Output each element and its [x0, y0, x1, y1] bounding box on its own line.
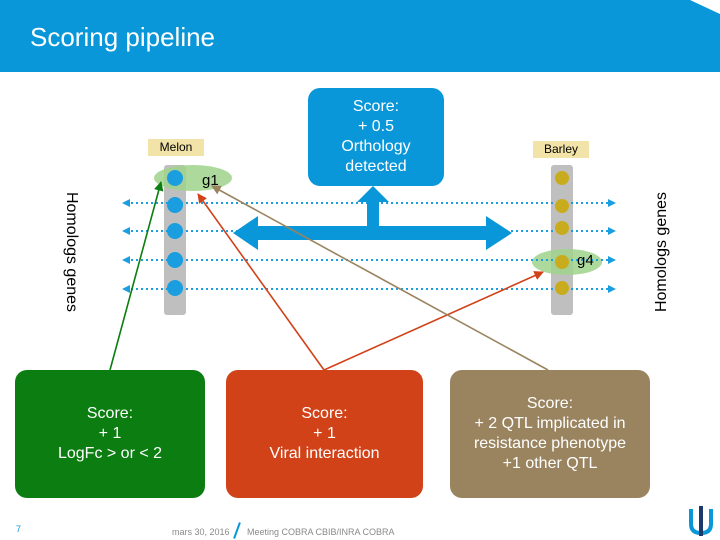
orthology-score-box: Score: + 0.5 Orthology detected [308, 88, 444, 186]
logfc-line-1: Score: [86, 405, 134, 422]
melon-gene-dot [167, 252, 183, 268]
viral-to-g4-connector [323, 271, 544, 371]
footer-date: mars 30, 2016 [172, 527, 230, 537]
g1-label: g1 [202, 172, 219, 189]
qtl-line-2: + 2 QTL implicated in [474, 415, 626, 432]
viral-line-1: Score: [301, 405, 348, 422]
barley-gene-dot [555, 171, 569, 185]
left-homologs-label: Homologs genes [63, 191, 80, 313]
barley-gene-dot [555, 221, 569, 235]
qtl-line-1: Score: [526, 395, 574, 412]
qtl-score-box: Score: + 2 QTL implicated in resistance … [450, 370, 650, 498]
university-logo [689, 506, 713, 536]
orthology-line-3: Orthology [341, 138, 411, 155]
barley-gene-dot [555, 199, 569, 213]
barley-genes [555, 171, 569, 295]
logfc-line-2: + 1 [98, 425, 122, 442]
logfc-score-box: Score: + 1 LogFc > or < 2 [15, 370, 205, 498]
logfc-connector [109, 181, 164, 371]
barley-label: Barley [533, 141, 589, 158]
barley-gene-dot [555, 255, 569, 269]
footer-meeting: Meeting COBRA CBIB/INRA COBRA [247, 527, 395, 537]
melon-gene-dot [167, 197, 183, 213]
orthology-line-1: Score: [352, 98, 400, 115]
viral-line-2: + 1 [313, 425, 336, 442]
g4-label: g4 [577, 252, 594, 269]
melon-label: Melon [148, 139, 204, 156]
viral-to-g1-connector [197, 193, 325, 371]
orthology-arrow [233, 186, 512, 250]
page-number: 7 [16, 524, 22, 534]
qtl-line-4: +1 other QTL [502, 455, 598, 472]
title-bar: Scoring pipeline [0, 0, 720, 72]
page-title: Scoring pipeline [30, 22, 216, 52]
header-corner-decoration [690, 0, 720, 14]
melon-gene-dot [167, 280, 183, 296]
right-homologs-label: Homologs genes [653, 191, 670, 313]
melon-genes [167, 170, 183, 296]
g1-highlight [154, 165, 232, 191]
qtl-line-3: resistance phenotype [473, 435, 627, 452]
orthology-line-4: detected [345, 158, 407, 175]
viral-line-3: Viral interaction [269, 445, 380, 462]
barley-gene-dot [555, 281, 569, 295]
orthology-line-2: + 0.5 [357, 118, 395, 135]
qtl-connector [211, 185, 549, 371]
homology-lines [122, 199, 616, 293]
logfc-line-3: LogFc > or < 2 [57, 445, 163, 462]
melon-gene-dot [167, 170, 183, 186]
melon-gene-dot [167, 223, 183, 239]
viral-score-box: Score: + 1 Viral interaction [226, 370, 423, 498]
